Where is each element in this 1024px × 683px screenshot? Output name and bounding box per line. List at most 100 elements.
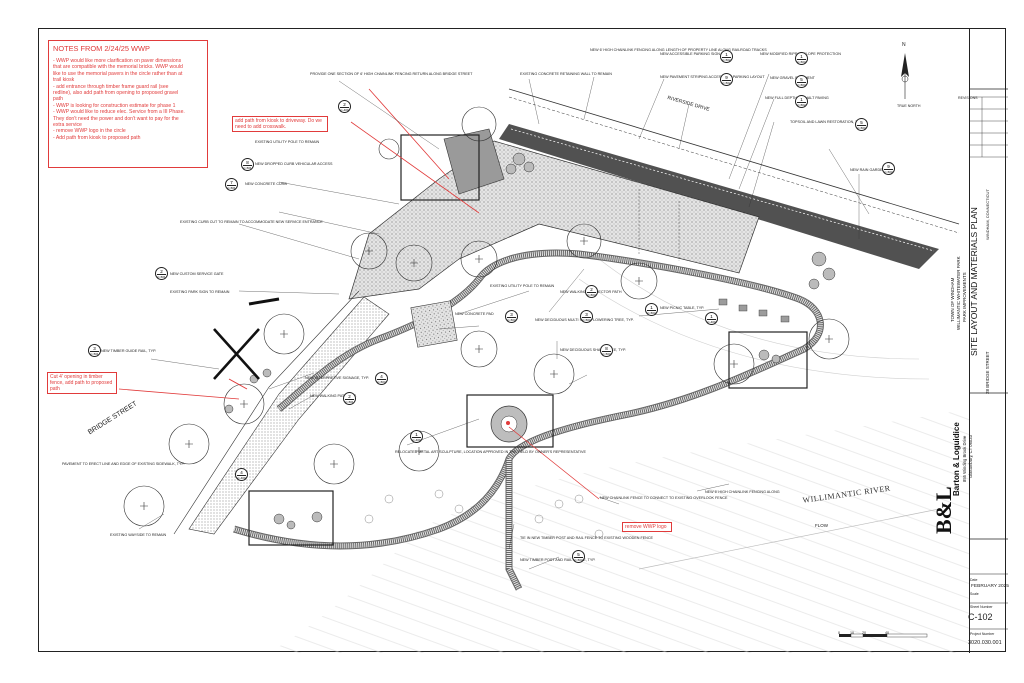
railroad-fence-band [499,124,939,269]
callout: NEW GRAVEL PAVEMENT [770,76,815,80]
notes-box: NOTES FROM 2/24/25 WWP - WWP would like … [48,40,208,168]
true-north-label: TRUE NORTH [897,104,921,108]
callout: EXISTING CURB CUT TO REMAIN TO ACCOMMODA… [180,220,323,224]
callout: NEW TIMBER GUIDE RAIL, TYP. [101,349,157,353]
callout: NEW CONCRETE PAD [455,312,494,316]
detail-ref-number: 2 [157,269,166,275]
north-label: N [902,42,906,48]
title-block [969,29,1008,653]
tb-project: WILLIMANTIC WHITEWATER PARK [956,256,961,330]
tb-firm: Barton & Loguidice [952,422,961,496]
scale-label: 0 [838,631,841,635]
detail-ref-number: 1 [412,432,421,438]
detail-ref-sheet: C-503 [377,379,386,384]
callout: NEW RAIN GARDEN [850,168,886,172]
callout: NEW 6' HIGH CHAINLINK FENCING ALONG LENG… [590,48,767,52]
detail-ref-sheet: C-501 [243,165,252,170]
detail-ref-sheet: C-503 [884,169,893,174]
tb-sheet-number-label: Sheet Number [970,605,993,609]
callout: PAVEMENT TO ERECT LINE AND EDGE OF EXIST… [62,462,185,466]
detail-ref-number: 9 [722,75,731,81]
trees [123,106,850,527]
detail-ref-sheet: C-503 [797,82,806,87]
detail-ref-sheet: C-503 [582,317,591,322]
river-slope [269,409,969,653]
tb-firm-addr1: 855 Winding Brook Drive [962,435,967,482]
detail-ref-sheet: C-502 [797,102,806,107]
detail-ref-sheet: C-503 [647,310,656,315]
note-line: - WWP would like more clarification on p… [53,58,182,64]
detail-ref-sheet: C-502 [722,80,731,85]
callout: EXISTING CONCRETE RETAINING WALL TO REMA… [520,72,612,76]
tb-date: FEBRUARY 2025 [971,584,1009,589]
detail-ref-sheet: C-503 [602,351,611,356]
detail-ref-number: 5 [574,552,583,558]
detail-ref-sheet: C-503 [587,292,596,297]
callout: RELOCATED METAL ART SCULPTURE, LOCATION … [395,450,586,454]
notes-list: - WWP would like more clarification on p… [53,58,203,141]
detail-ref-number: 4 [377,374,386,380]
detail-ref-number: 1 [722,52,731,58]
detail-ref-number: 8 [602,346,611,352]
scale-label: 40 [885,631,890,635]
north-arrow [901,53,909,99]
callout: EXISTING UTILITY POLE TO REMAIN [490,284,555,288]
redline-kiosk-path: add path from kiosk to driveway. Do we n… [232,116,328,132]
detail-ref-sheet: C-503 [507,317,516,322]
tb-address: 28 BRIDGE STREET [985,351,990,394]
tb-sheet-number: C-102 [968,612,993,622]
callout: PROVIDE ONE SECTION OF 6' HIGH CHAINLINK… [310,72,473,76]
detail-ref-sheet: C-400 [237,475,246,480]
tb-town: TOWN OF WINDHAM [950,277,955,322]
detail-ref-number: 3 [582,312,591,318]
callout: NEW PICNIC TABLE, TYP. [660,306,705,310]
detail-ref-sheet: C-502 [722,57,731,62]
detail-ref-number: 7 [227,180,236,186]
redline-remove-logo: remove WWP logo [622,522,672,532]
firm-logo: B&L [931,486,956,534]
bridge-street-strip [188,296,390,535]
detail-ref-sheet: C-501 [90,351,99,356]
tb-project-sub: PARK IMPROVEMENTS [962,272,967,322]
site-plan [118,53,969,653]
callout: NEW INTERPRETIVE SIGNAGE, TYP. [305,376,369,380]
callout: EXISTING PARK SIGN TO REMAIN [170,290,230,294]
tb-scale-label: Scale [970,592,979,596]
scale-bar [839,633,928,638]
flow-label: FLOW [815,523,828,528]
tb-location: WINDHAM, CONNECTICUT [985,189,990,240]
detail-box-kiosk [400,134,480,201]
callout: NEW 6' HIGH CHAINLINK FENCING ALONG [705,490,780,494]
note-line: redline), also add path from opening to … [53,90,179,97]
detail-ref-number: 2 [340,102,349,108]
callout: EXISTING UTILITY POLE TO REMAIN [255,140,320,144]
callout: NEW DROPPED CURB VEHICULAR ACCESS [255,162,333,166]
note-line: - WWP would like to reduce elec. Service… [53,109,185,116]
detail-ref-number: 8 [243,160,252,166]
detail-ref-sheet: C-503 [857,125,866,130]
callout: TOPSOIL AND LAWN RESTORATION, TYP. [790,120,863,124]
tb-date-label: Date [970,578,978,582]
detail-ref-sheet: C-503 [797,59,806,64]
detail-box-southwest [248,490,334,546]
callout: NEW CUSTOM SERVICE GATE [170,272,224,276]
note-line: - WWP is looking for construction estima… [53,102,176,109]
detail-ref-number: 2 [587,287,596,293]
